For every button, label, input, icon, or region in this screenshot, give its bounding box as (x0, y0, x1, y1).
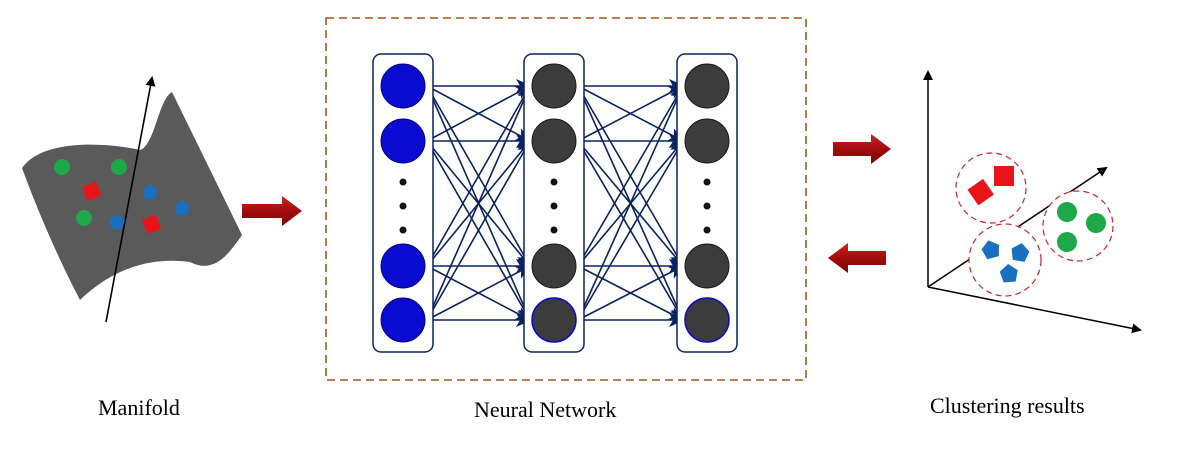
red-square (967, 178, 994, 206)
ellipsis-dot (703, 226, 711, 234)
red-square (142, 214, 162, 234)
connection-arrow (426, 84, 531, 267)
connection-arrow (426, 139, 531, 321)
green-point (111, 159, 127, 175)
blue-pentagon (142, 184, 158, 199)
green-point (54, 159, 70, 175)
connection-arrow (577, 85, 685, 142)
manifold-axis (105, 76, 156, 323)
ellipsis-dot (703, 178, 711, 186)
neural-network-caption: Neural Network (474, 397, 617, 422)
blue-pentagon (109, 214, 125, 229)
arrow-network-to-clustering (833, 134, 891, 164)
block-arrow-right (242, 196, 302, 226)
manifold-caption: Manifold (98, 395, 180, 420)
input-neuron (380, 297, 426, 343)
hidden-neuron (531, 63, 577, 109)
network-dashed-box (325, 17, 807, 381)
green-point (76, 210, 92, 226)
green-point (1057, 202, 1077, 222)
hidden-neuron (531, 297, 577, 343)
input-neuron (380, 243, 426, 289)
ellipsis-dot (399, 178, 407, 186)
ellipsis-dot (550, 202, 558, 210)
connection-arrow (426, 265, 532, 321)
ellipsis-dot (550, 178, 558, 186)
hidden-neuron (531, 243, 577, 289)
ellipsis-dot (399, 226, 407, 234)
connection-arrow (577, 139, 685, 321)
connection-arrow (577, 84, 685, 267)
hidden-neuron (684, 243, 730, 289)
arrow-manifold-to-network (242, 196, 302, 226)
cluster-circle-red (955, 152, 1027, 224)
x-axis (927, 286, 1142, 334)
ellipsis-dot (399, 202, 407, 210)
input-neuron (380, 63, 426, 109)
green-point (1086, 213, 1106, 233)
clustering-results-caption: Clustering results (930, 393, 1085, 418)
green-point (1057, 232, 1077, 252)
connection-arrow (577, 265, 685, 321)
input-neuron (380, 118, 426, 164)
ellipsis-dot (703, 202, 711, 210)
hidden-neuron (684, 118, 730, 164)
hidden-neuron (531, 118, 577, 164)
connection-arrow (426, 84, 531, 321)
hidden-neuron (684, 63, 730, 109)
blue-pentagon (999, 264, 1018, 283)
clustering-panel (923, 70, 1142, 334)
cluster-circle-blue (968, 223, 1042, 297)
arrow-clustering-to-network (828, 243, 886, 273)
connection-arrow (426, 85, 532, 142)
connection-arrow (577, 84, 684, 321)
hidden-neuron (684, 297, 730, 343)
blue-pentagon (174, 200, 190, 215)
red-square (994, 166, 1014, 186)
neurons (380, 63, 730, 343)
connections (426, 79, 685, 327)
manifold-panel (22, 76, 242, 323)
neural-network-panel (325, 17, 807, 381)
manifold-surface (22, 92, 242, 300)
block-arrow-right (833, 134, 891, 164)
blue-pentagon (1011, 243, 1030, 262)
blue-pentagon (981, 240, 999, 260)
block-arrow-left (828, 243, 886, 273)
ellipsis-dot (550, 226, 558, 234)
red-square (82, 181, 102, 201)
